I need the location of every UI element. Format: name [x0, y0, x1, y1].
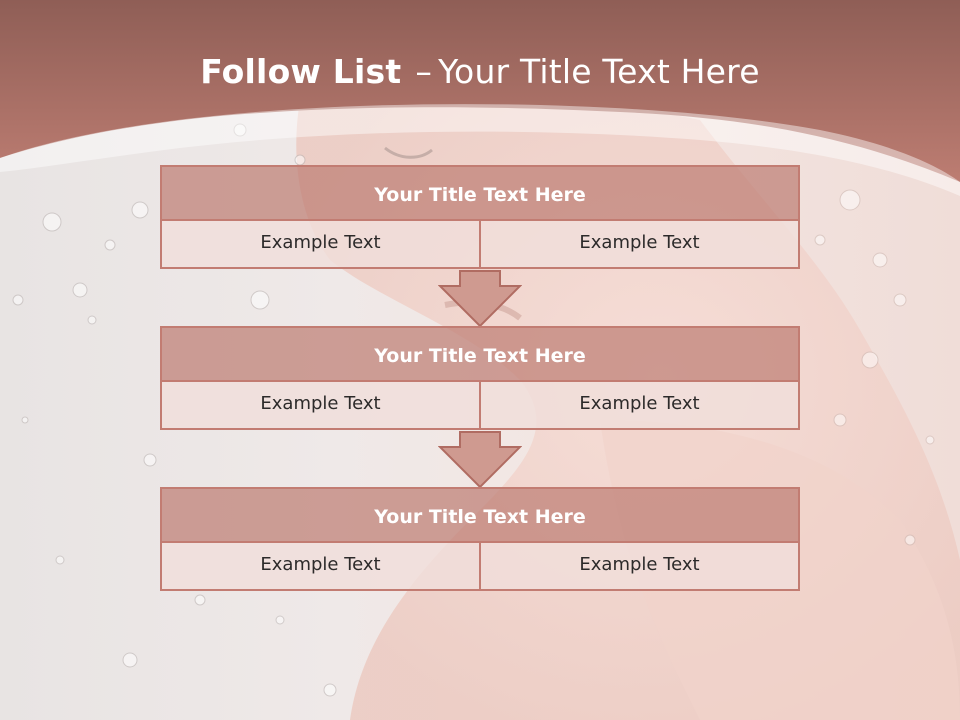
title-bold: Follow List: [200, 52, 402, 91]
slide-title: Follow List–Your Title Text Here: [0, 52, 960, 91]
block-row: Example Text Example Text: [160, 543, 800, 591]
down-arrow-icon: [438, 270, 522, 328]
down-arrow-icon: [438, 431, 522, 489]
block-row: Example Text Example Text: [160, 382, 800, 430]
list-block-3: Your Title Text Here Example Text Exampl…: [160, 487, 800, 591]
block-row: Example Text Example Text: [160, 221, 800, 269]
block-title: Your Title Text Here: [160, 165, 800, 221]
title-separator: –: [415, 52, 433, 91]
block-cell-right: Example Text: [479, 221, 800, 269]
list-block-1: Your Title Text Here Example Text Exampl…: [160, 165, 800, 269]
block-title: Your Title Text Here: [160, 326, 800, 382]
block-cell-left: Example Text: [160, 221, 481, 269]
block-cell-right: Example Text: [479, 382, 800, 430]
block-cell-left: Example Text: [160, 382, 481, 430]
list-block-2: Your Title Text Here Example Text Exampl…: [160, 326, 800, 430]
block-cell-left: Example Text: [160, 543, 481, 591]
block-cell-right: Example Text: [479, 543, 800, 591]
block-title: Your Title Text Here: [160, 487, 800, 543]
title-rest: Your Title Text Here: [438, 52, 760, 91]
